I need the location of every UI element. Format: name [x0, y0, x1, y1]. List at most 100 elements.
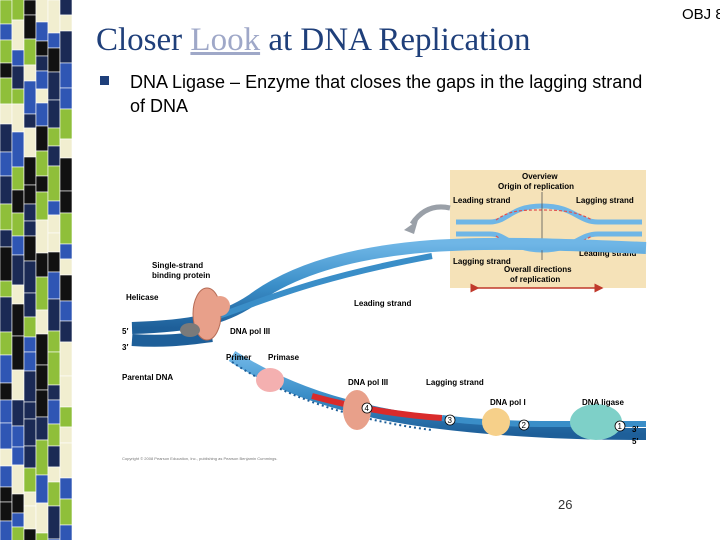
strip-block — [47, 384, 61, 401]
step-marker-4: 4 — [361, 402, 373, 414]
dna-ligase-label: DNA ligase — [582, 398, 624, 407]
bullet-square-icon — [100, 76, 109, 85]
strip-block — [11, 335, 25, 371]
five-prime-top: 5′ — [122, 327, 128, 336]
step-marker-1: 1 — [614, 420, 626, 432]
strip-block — [0, 23, 13, 41]
strip-block — [11, 493, 25, 514]
strip-block — [0, 399, 13, 424]
strip-block — [59, 0, 72, 16]
strip-block — [35, 389, 49, 418]
strip-block — [23, 14, 37, 40]
strip-block — [35, 252, 49, 278]
step-2-label: 2 — [522, 421, 527, 430]
helicase-label: Helicase — [126, 293, 159, 302]
strip-block — [59, 426, 72, 444]
title-link-look[interactable]: Look — [190, 22, 261, 58]
strip-block — [35, 21, 49, 42]
strip-block — [0, 280, 13, 298]
strip-block — [35, 175, 49, 193]
strip-block — [47, 251, 61, 273]
strip-block — [23, 127, 37, 158]
strip-block — [0, 382, 13, 401]
strip-block — [0, 296, 13, 333]
strip-block — [59, 442, 72, 479]
strip-block — [59, 477, 72, 500]
strip-block — [23, 113, 37, 129]
primase-label: Primase — [268, 353, 300, 362]
origin-of-replication-label: Origin of replication — [498, 182, 574, 191]
strip-block — [59, 274, 72, 302]
strip-block — [0, 175, 13, 205]
strip-block — [47, 330, 61, 353]
three-prime-top: 3′ — [122, 343, 128, 352]
step-3-label: 3 — [448, 416, 453, 425]
strip-block — [47, 127, 61, 147]
strip-block — [23, 0, 37, 16]
strip-block — [59, 243, 72, 260]
strip-block — [0, 448, 13, 467]
strip-block — [59, 524, 72, 540]
strip-block — [35, 439, 49, 476]
dna-ligase-protein — [570, 404, 622, 440]
strip-block — [47, 214, 61, 234]
strip-block — [35, 55, 49, 72]
strip-block — [47, 232, 61, 253]
strip-block — [0, 246, 13, 282]
strip-block — [59, 14, 72, 32]
strip-block — [11, 19, 25, 51]
overview-title: Overview — [522, 172, 558, 181]
strip-block — [35, 88, 49, 104]
strip-block — [47, 71, 61, 101]
step-1-label: 1 — [618, 422, 623, 431]
dna-pol-iii-top-label: DNA pol III — [230, 327, 270, 336]
strip-block — [47, 351, 61, 386]
strip-block — [23, 64, 37, 82]
strip-block — [35, 276, 49, 311]
strip-block — [0, 520, 13, 540]
leading-strand-main-label: Leading strand — [354, 299, 411, 308]
strip-block — [11, 212, 25, 237]
strip-block — [35, 70, 49, 90]
single-strand-label: Single-strand — [152, 261, 203, 270]
overview-lagging-strand-right: Lagging strand — [576, 196, 634, 205]
strip-block — [47, 445, 61, 468]
strip-block — [23, 80, 37, 115]
parental-dna-label: Parental DNA — [122, 373, 173, 382]
overview-leading-strand-right: Leading strand — [579, 249, 636, 258]
dna-pol-i-label: DNA pol I — [490, 398, 526, 407]
step-4-label: 4 — [365, 404, 370, 413]
single-strand-binding-protein — [180, 323, 200, 337]
strip-block — [59, 320, 72, 343]
figure-copyright: Copyright © 2008 Pearson Education, Inc.… — [122, 456, 277, 461]
strip-block — [35, 219, 49, 254]
strip-block — [0, 203, 13, 231]
strip-block — [23, 156, 37, 186]
decorative-left-strip — [0, 0, 72, 540]
strip-block — [23, 184, 37, 205]
strip-block — [11, 235, 25, 256]
page-number: 26 — [558, 497, 573, 512]
strip-block — [47, 145, 61, 167]
strip-block — [23, 418, 37, 447]
strip-block — [59, 30, 72, 64]
strip-block — [23, 316, 37, 338]
strip-block — [23, 260, 37, 294]
strip-block — [47, 99, 61, 129]
strip-block — [35, 474, 49, 504]
strip-block — [47, 271, 61, 300]
strip-block — [23, 292, 37, 318]
dna-replication-figure: Overview Origin of replication Leading s… — [122, 170, 647, 461]
zoom-arrow-head — [404, 220, 418, 234]
strip-block — [59, 300, 72, 322]
strip-block — [11, 446, 25, 466]
strip-block — [47, 47, 61, 73]
strip-block — [0, 151, 13, 177]
slide-title: Closer Look at DNA Replication — [96, 22, 530, 59]
strip-block — [23, 351, 37, 372]
three-prime-bottom-right: 3′ — [632, 425, 638, 434]
dna-pol-iii-bottom-protein — [343, 390, 371, 430]
strip-block — [35, 364, 49, 391]
strip-block — [11, 254, 25, 286]
okazaki-fragment-red-1 — [311, 393, 443, 421]
